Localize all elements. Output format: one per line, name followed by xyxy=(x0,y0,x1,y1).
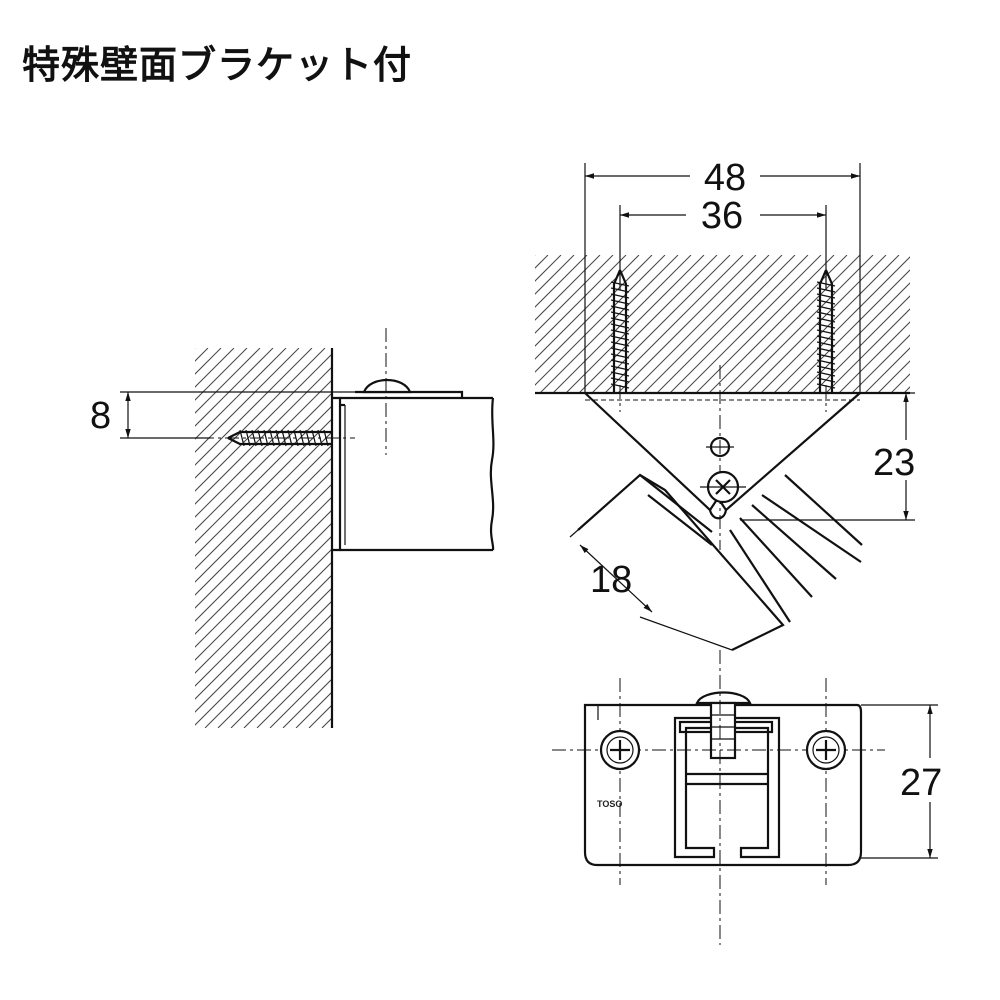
dim-label-8: 8 xyxy=(90,395,111,437)
corner-rail-left xyxy=(577,473,785,651)
dimension-8: 8 xyxy=(90,391,362,439)
side-rail-break xyxy=(489,397,495,551)
side-bracket-plate xyxy=(332,396,342,552)
corner-view: 48 36 23 18 xyxy=(535,157,934,651)
front-view: TOSO 27 xyxy=(552,650,957,945)
dimension-27: 27 xyxy=(861,704,957,859)
side-rail-body xyxy=(340,396,493,552)
corner-bracket-hole xyxy=(706,436,734,458)
dim-label-48: 48 xyxy=(704,157,746,199)
dim-label-36: 36 xyxy=(701,195,743,237)
dim-label-18: 18 xyxy=(590,559,632,601)
front-bracket-plate xyxy=(583,703,863,867)
side-screw-head xyxy=(362,379,412,394)
front-rail-channel xyxy=(673,716,781,859)
dim-label-27: 27 xyxy=(900,762,942,804)
corner-bracket-screw xyxy=(700,470,746,504)
corner-ceiling-hatch xyxy=(535,255,910,394)
front-screw-shank xyxy=(709,701,737,760)
dim-label-23: 23 xyxy=(873,442,915,484)
diagram-title: 特殊壁面ブラケット付 xyxy=(22,43,413,87)
side-wall-hatch xyxy=(195,348,332,728)
side-view: 8 xyxy=(90,328,495,728)
front-screw-right xyxy=(805,729,847,771)
dimension-23: 23 xyxy=(740,392,934,521)
dimension-18: 18 xyxy=(569,529,733,651)
dimension-36: 36 xyxy=(619,195,827,290)
front-top-screw-head xyxy=(695,691,752,705)
front-screw-left xyxy=(599,729,641,771)
dimension-48: 48 xyxy=(584,157,861,393)
corner-screw-left xyxy=(610,269,630,392)
rail-marking: TOSO xyxy=(597,799,622,809)
